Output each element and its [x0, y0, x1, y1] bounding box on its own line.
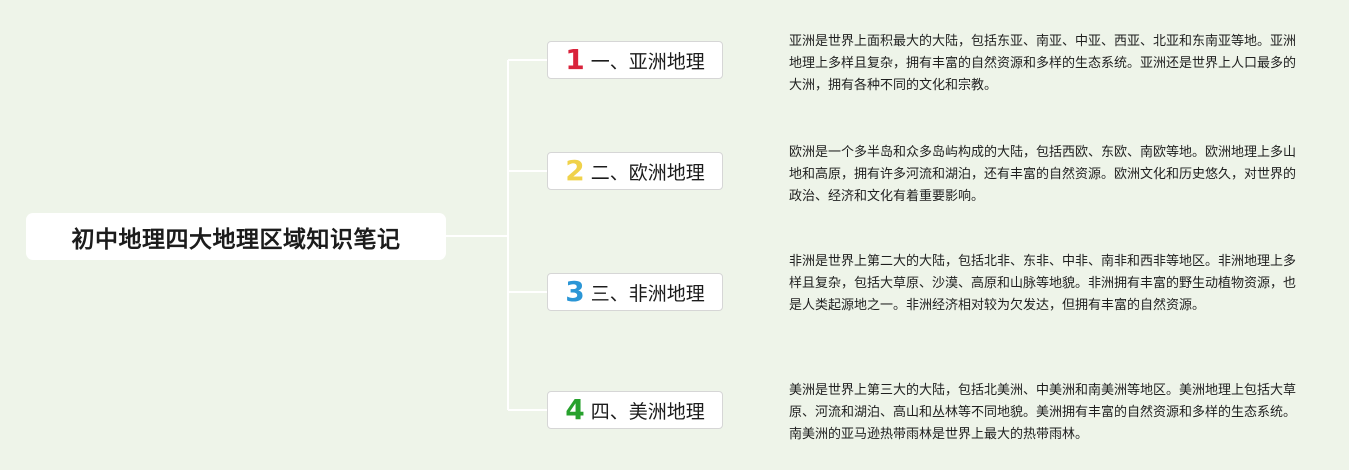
branch-label-africa: 三、非洲地理 [590, 282, 705, 305]
number-badge-1: 1 [565, 43, 585, 76]
branch-label-americas: 四、美洲地理 [590, 400, 705, 423]
number-badge-3: 3 [565, 275, 585, 308]
branch-asia[interactable]: 1 一、亚洲地理 [547, 41, 723, 79]
description-asia: 亚洲是世界上面积最大的大陆，包括东亚、南亚、中亚、西亚、北亚和东南亚等地。亚洲地… [789, 34, 1297, 93]
description-africa: 非洲是世界上第二大的大陆，包括北非、东非、中非、南非和西非等地区。非洲地理上多样… [789, 254, 1297, 313]
branch-americas[interactable]: 4 四、美洲地理 [547, 391, 723, 429]
branch-africa[interactable]: 3 三、非洲地理 [547, 273, 723, 311]
number-badge-4: 4 [565, 393, 585, 426]
branch-europe[interactable]: 2 二、欧洲地理 [547, 152, 723, 190]
number-badge-2: 2 [565, 154, 585, 187]
description-americas: 美洲是世界上第三大的大陆，包括北美洲、中美洲和南美洲等地区。美洲地理上包括大草原… [789, 383, 1297, 442]
branch-label-asia: 一、亚洲地理 [590, 50, 705, 73]
branch-label-europe: 二、欧洲地理 [590, 161, 705, 184]
root-topic[interactable]: 初中地理四大地理区域知识笔记 [26, 213, 446, 260]
description-europe: 欧洲是一个多半岛和众多岛屿构成的大陆，包括西欧、东欧、南欧等地。欧洲地理上多山地… [789, 145, 1297, 204]
root-title: 初中地理四大地理区域知识笔记 [71, 226, 401, 253]
